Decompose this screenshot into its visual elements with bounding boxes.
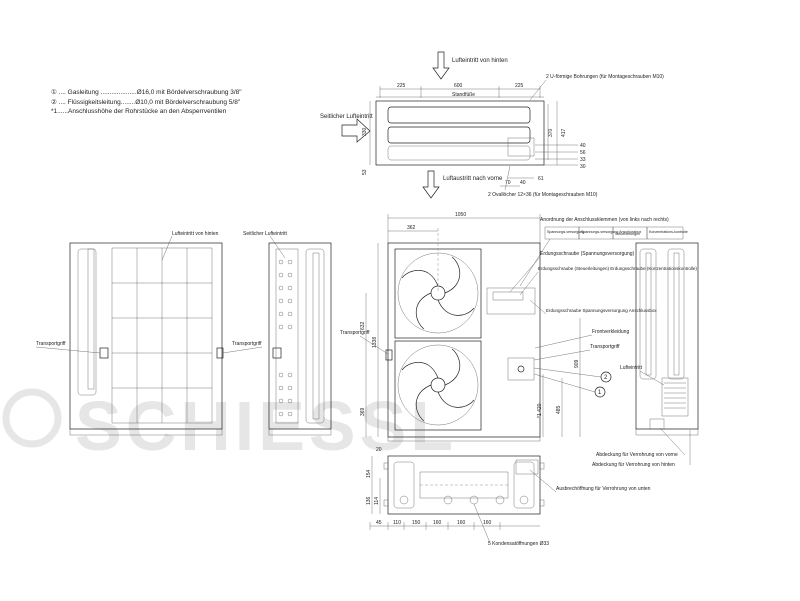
front-view: 1050 362 1338 632 369 20 *1 420 485 909 … — [340, 212, 697, 453]
front-dim-909: 909 — [574, 359, 580, 368]
front-dim-20: 20 — [376, 447, 382, 453]
base-dim-154: 154 — [366, 469, 372, 478]
top-dim-53: 30 — [580, 164, 586, 170]
rear-view: Lufteintritt von hinten Transportgriff T… — [35, 231, 262, 436]
top-dim-330: 330 — [362, 127, 368, 136]
vent-louvers — [661, 377, 689, 417]
right-cover-rear: Abdeckung für Verrohrung von hinten — [592, 462, 675, 468]
marker-1: 1 — [598, 390, 602, 396]
front-dim-420: *1 420 — [537, 403, 543, 418]
left-side-view: Seitlicher Lufteintritt — [243, 231, 332, 436]
terminal-concentration: Konzentrations-kontrolle — [649, 230, 688, 234]
terminal-control: Steuerleitungen — [615, 232, 640, 236]
top-air-outlet-front: Luftaustritt nach vorne — [443, 176, 503, 182]
right-air-inlet: Lufteintritt — [620, 365, 643, 371]
top-air-inlet-rear: Lufteintritt von hinten — [452, 58, 508, 64]
base-view: 45 110 150 160 160 160 154 136 114 Ausbr… — [366, 455, 651, 547]
rear-air-inlet-label: Lufteintritt von hinten — [172, 231, 219, 237]
top-dim-40b: 40 — [520, 180, 526, 186]
arrow-down-icon — [422, 170, 440, 199]
legend-liquid-line: ② .... Flüssigkeitsleitung........Ø10,0 … — [51, 99, 241, 106]
marker-2: 2 — [604, 375, 608, 381]
base-dim-45: 45 — [376, 520, 382, 526]
front-dim-632: 632 — [360, 321, 366, 330]
watermark: SCHIESSL — [2, 387, 457, 465]
terminal-arrangement-label: Anordnung der Anschlussklemmen (von link… — [540, 217, 669, 223]
fan-icon — [394, 340, 482, 431]
ground-screw-control: Erdungsschraube (Steuerleitungen) Erdung… — [538, 266, 697, 271]
top-dim-56: 40 — [580, 143, 586, 149]
top-dim-61: 61 — [538, 176, 544, 182]
right-side-view: Lufteintritt Abdeckung für Verrohrung vo… — [592, 242, 699, 468]
rear-transport-grip-right: Transportgriff — [232, 341, 262, 347]
top-dim-370: 370 — [548, 128, 554, 137]
top-air-inlet-side: Seitlicher Lufteintritt — [320, 114, 373, 120]
front-dim-1338: 1338 — [372, 337, 378, 348]
front-dim-485: 485 — [556, 405, 562, 414]
base-dim-160c: 160 — [483, 520, 492, 526]
base-dim-136: 136 — [366, 496, 372, 505]
rear-transport-grip-left: Transportgriff — [36, 341, 66, 347]
front-transport-grip-right: Transportgriff — [590, 344, 620, 350]
ground-screw-power: Erdungsschraube (Spannungsversorgung) — [540, 251, 635, 257]
top-dim-33: 56 — [580, 150, 586, 156]
base-knockout-label: Ausbrechöffnung für Verrohrung von unten — [556, 486, 651, 492]
front-transport-grip: Transportgriff — [340, 330, 370, 336]
side-grille — [278, 259, 293, 417]
front-dim-362: 362 — [407, 225, 416, 231]
base-dim-110: 110 — [393, 520, 401, 526]
base-dim-160b: 160 — [457, 520, 466, 526]
front-dim-369: 369 — [360, 407, 366, 416]
top-view: Lufteintritt von hinten Seitlicher Lufte… — [320, 51, 664, 199]
arrow-right-icon — [341, 118, 371, 143]
top-stand-label: Standfüße — [452, 92, 475, 98]
base-dim-150: 150 — [412, 520, 421, 526]
terminal-power-box: Spannungs-versorgung Anschlussbox — [581, 230, 642, 234]
ground-screw-box: Erdungsschraube Spannungsversorgung Ansc… — [546, 308, 657, 313]
watermark-text: SCHIESSL — [75, 387, 457, 465]
terminal-power: Spannungs-versorgung — [547, 230, 584, 234]
base-drain-holes: 5 Kondensatöffnungen Ø33 — [488, 541, 549, 547]
top-dim-225-right: 225 — [515, 83, 524, 89]
top-dim-417: 417 — [561, 128, 567, 137]
arrow-down-icon — [432, 51, 450, 80]
front-dim-1050: 1050 — [455, 212, 466, 218]
legend-gas-line: ① .... Gasleitung ....................Ø1… — [51, 89, 242, 96]
fan-icon — [394, 248, 482, 339]
base-dim-114: 114 — [374, 497, 380, 505]
top-dim-70: 70 — [505, 180, 511, 186]
front-panel-label: Frontverkleidung — [592, 329, 629, 335]
legend-height-note: *1......Anschlusshöhe der Rohrstücke an … — [51, 108, 227, 115]
top-dim-600: 600 — [454, 83, 463, 89]
top-dim-40: 53 — [362, 169, 368, 175]
rear-grid — [111, 247, 213, 424]
base-dim-160a: 160 — [433, 520, 442, 526]
left-air-inlet-label: Seitlicher Lufteintritt — [243, 231, 288, 237]
top-oval-holes-note: 2 Ovallöcher 12×36 (für Montageschrauben… — [488, 192, 598, 198]
top-holes-note: 2 U-förmige Bohrungen (für Montageschrau… — [546, 74, 664, 80]
top-dim-30: 33 — [580, 157, 586, 163]
right-cover-front: Abdeckung für Verrohrung von vorne — [596, 452, 678, 458]
top-dim-225-left: 225 — [397, 83, 406, 89]
